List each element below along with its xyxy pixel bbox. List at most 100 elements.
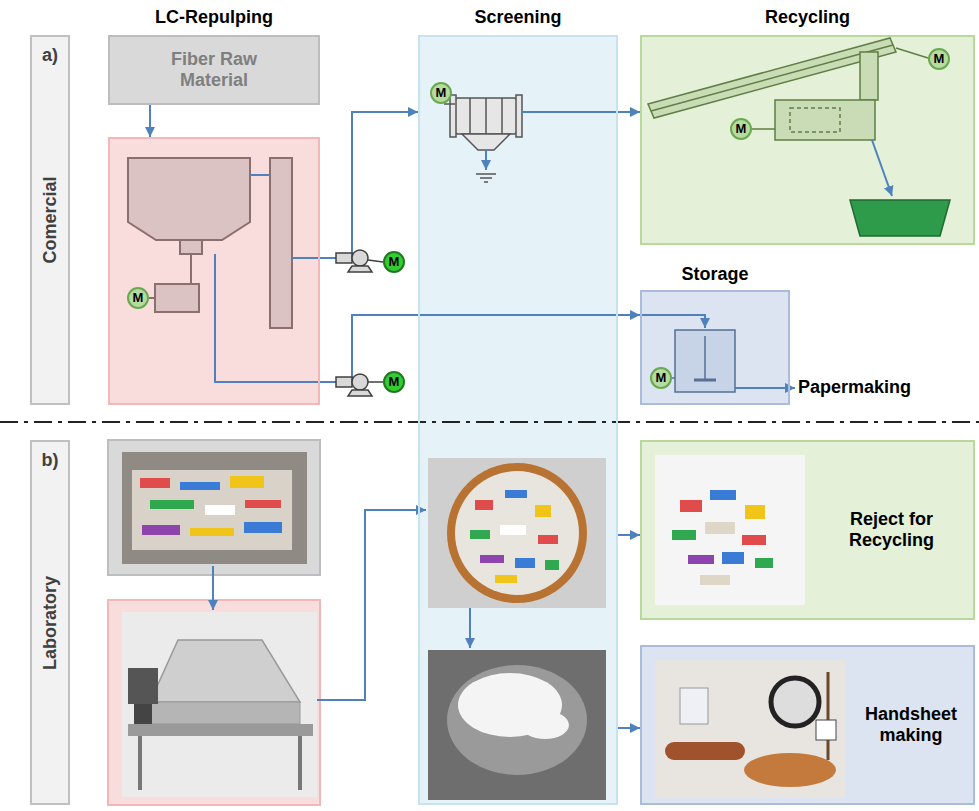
stage-panel: LC-RepulpingM <box>108 137 320 405</box>
lab-repulper-photo <box>150 640 300 702</box>
sieve-photo <box>538 535 558 544</box>
motor-symbol: M <box>383 371 405 393</box>
section-band: b)Laboratory <box>30 440 70 805</box>
input-box: Fiber Raw Material <box>108 35 320 105</box>
text-holder: Recycling <box>612 7 979 28</box>
drum-screen-symbol <box>450 95 456 137</box>
reject-photo <box>742 535 766 545</box>
storage-tank-symbol <box>672 377 675 379</box>
reject-photo <box>705 522 735 534</box>
storage-tank-symbol <box>704 336 706 380</box>
lab-repulper-photo <box>298 736 302 790</box>
raw-material-photo <box>122 452 307 564</box>
compactor-symbol <box>790 108 840 132</box>
text-holder: Handsheet making <box>850 647 972 803</box>
flow-arrow <box>317 510 426 700</box>
lab-repulper-photo <box>138 736 142 790</box>
pump-symbol <box>352 250 368 266</box>
text-holder: LC-Repulping <box>80 7 348 28</box>
drum-screen-symbol <box>516 95 522 137</box>
pipe-line <box>292 257 320 259</box>
lab-repulper-photo <box>150 702 300 724</box>
reject-photo <box>655 455 805 605</box>
text-holder: Laboratory <box>40 575 61 669</box>
reject-photo <box>688 555 714 564</box>
node-label: Fiber Raw Material <box>152 49 276 91</box>
sieve-photo <box>480 555 504 563</box>
label-holder: Papermaking <box>798 377 911 398</box>
raw-material-photo <box>132 470 292 550</box>
screw-conveyor-symbol <box>896 48 928 58</box>
drum-screen-symbol <box>444 95 522 150</box>
screw-conveyor-symbol <box>860 52 878 100</box>
motor-symbol: M <box>650 367 672 389</box>
stage-heading: Recycling <box>612 7 979 28</box>
flow-arrow <box>618 534 640 536</box>
pipe-line <box>735 387 795 389</box>
compactor-symbol <box>752 128 775 130</box>
panel-fill <box>109 36 319 104</box>
output-label: Papermaking <box>798 377 911 398</box>
pipe-line <box>215 175 320 382</box>
motor-label: M <box>656 369 667 387</box>
storage-tank-symbol <box>694 379 716 382</box>
raw-material-photo <box>244 522 282 533</box>
repulper-symbol <box>128 158 292 328</box>
panel-fill <box>109 138 319 404</box>
motor-label: M <box>389 253 400 271</box>
flow-arrow <box>469 608 471 648</box>
raw-material-photo <box>190 528 234 536</box>
text-holder: Storage <box>612 264 818 285</box>
flow-arrow <box>212 566 214 610</box>
motor-symbol: M <box>430 82 452 104</box>
ground-symbol <box>484 181 488 183</box>
pump-symbol <box>368 260 383 262</box>
reject-photo <box>722 552 744 564</box>
handsheet-equipment-photo <box>655 660 845 798</box>
pump-symbol <box>348 266 372 272</box>
flow-arrow <box>618 111 640 113</box>
drum-screen-symbol <box>485 98 487 134</box>
text-holder: M <box>732 120 750 138</box>
container-symbol <box>850 140 950 236</box>
raw-material-photo <box>142 525 180 535</box>
node-label: Reject for Recycling <box>814 509 969 551</box>
pipe-line <box>250 174 270 176</box>
storage-tank-symbol <box>672 330 735 392</box>
node-label: Handsheet making <box>850 704 972 746</box>
reject-photo <box>655 455 805 605</box>
container-symbol <box>850 200 950 236</box>
panel-fill <box>641 646 974 804</box>
text-holder: M <box>930 50 948 68</box>
text-holder: M <box>129 289 147 307</box>
motor-label: M <box>436 84 447 102</box>
flow-arrow <box>618 727 640 729</box>
pump-symbol <box>336 377 352 387</box>
panel-fill <box>419 36 617 804</box>
node-label: Comercial <box>40 176 61 263</box>
pump-symbol <box>352 374 368 390</box>
handsheet-equipment-photo <box>771 678 819 726</box>
compactor-symbol <box>775 100 875 140</box>
reject-photo <box>700 575 730 585</box>
output-box: Handsheet making <box>640 645 975 805</box>
reject-photo <box>680 500 702 512</box>
raw-material-photo <box>205 505 235 515</box>
drum-screen-symbol <box>444 103 455 105</box>
lab-repulper-photo <box>108 600 320 805</box>
drum-screen-symbol <box>462 134 510 150</box>
sieve-photo <box>515 558 535 568</box>
panel-fill <box>641 441 974 619</box>
pipe-line <box>640 315 705 328</box>
sieve-photo <box>475 500 493 510</box>
text-holder: Reject for Recycling <box>814 442 969 618</box>
lab-repulper-photo <box>134 704 152 724</box>
output-box: Reject for Recycling <box>640 440 975 620</box>
motor-symbol: M <box>383 251 405 273</box>
separator-line <box>0 422 979 423</box>
pump-symbol <box>336 253 352 263</box>
raw-material-photo <box>108 440 320 575</box>
repulper-symbol <box>270 158 292 328</box>
